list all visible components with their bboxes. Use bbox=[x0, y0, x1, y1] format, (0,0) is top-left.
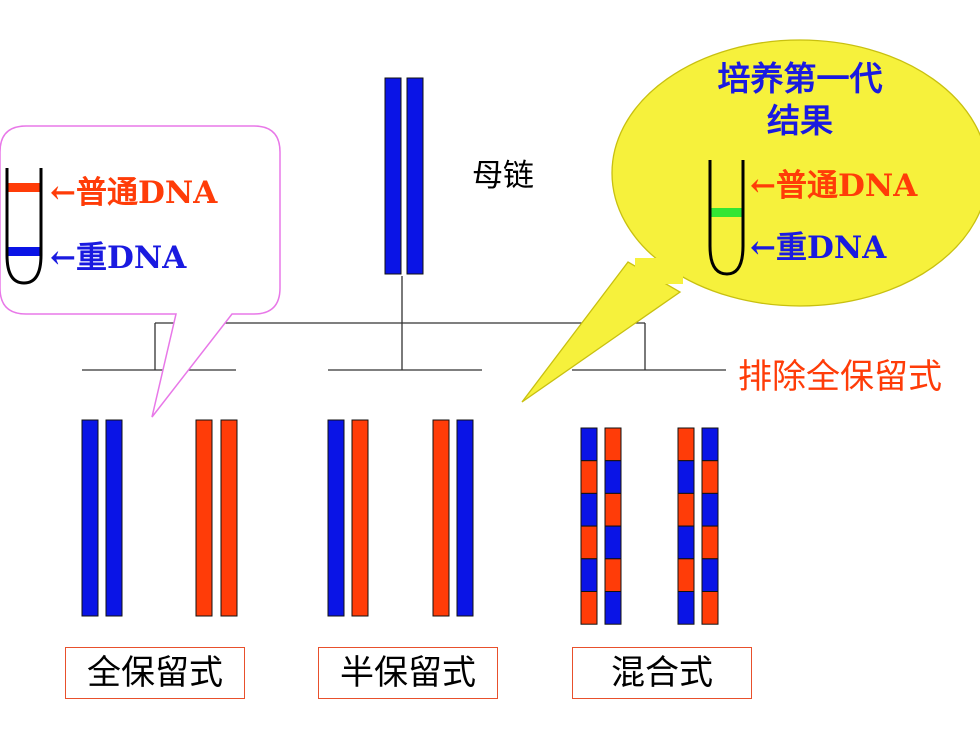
dispersive-segment bbox=[677, 558, 695, 592]
parent-strand-2 bbox=[406, 77, 424, 275]
exclude-conservative-label: 排除全保留式 bbox=[738, 357, 942, 397]
normal-band-left bbox=[7, 183, 41, 192]
tube-outline-left bbox=[5, 168, 43, 285]
dispersive-segment bbox=[604, 492, 622, 527]
left-callout-bubble bbox=[0, 125, 281, 418]
hybrid-band-right bbox=[710, 208, 743, 217]
right-callout-title-1: 培养第一代 bbox=[718, 59, 883, 98]
tube-outline-right bbox=[708, 160, 745, 276]
conservative-strand-1 bbox=[81, 419, 99, 617]
left-normal-dna-label: ←普通DNA bbox=[50, 175, 218, 211]
semiconservative-strand-1 bbox=[327, 419, 345, 617]
parent-strand-label: 母链 bbox=[472, 158, 534, 194]
conservative-model bbox=[81, 419, 238, 617]
dispersive-segment bbox=[580, 591, 598, 625]
right-callout-title-2: 结果 bbox=[767, 101, 833, 140]
dispersive-segment bbox=[701, 427, 719, 462]
semiconservative-label: 半保留式 bbox=[318, 647, 498, 699]
dispersive-label: 混合式 bbox=[572, 647, 752, 699]
dispersive-segment bbox=[677, 591, 695, 625]
conservative-strand-4 bbox=[220, 419, 238, 617]
dispersive-segment bbox=[604, 525, 622, 560]
dispersive-segment bbox=[604, 460, 622, 494]
semiconservative-strand-4 bbox=[456, 419, 474, 617]
dispersive-segment bbox=[677, 525, 695, 560]
right-callout: 培养第一代 结果 ←普通DNA ←重DNA bbox=[521, 39, 980, 403]
dispersive-segment bbox=[701, 558, 719, 592]
dispersive-segment bbox=[604, 558, 622, 592]
dispersive-model bbox=[580, 427, 719, 625]
left-heavy-dna-label: ←重DNA bbox=[50, 240, 187, 276]
semiconservative-strand-3 bbox=[432, 419, 450, 617]
dispersive-segment bbox=[677, 427, 695, 462]
conservative-strand-2 bbox=[105, 419, 123, 617]
dispersive-segment bbox=[580, 558, 598, 592]
dispersive-segment bbox=[701, 591, 719, 625]
conservative-label: 全保留式 bbox=[65, 647, 245, 699]
left-callout: ←普通DNA ←重DNA bbox=[0, 125, 281, 418]
semiconservative-strand-2 bbox=[351, 419, 369, 617]
parent-dna bbox=[384, 77, 424, 275]
conservative-strand-3 bbox=[195, 419, 213, 617]
dispersive-segment bbox=[580, 460, 598, 494]
dispersive-segment bbox=[677, 460, 695, 494]
right-heavy-dna-label: ←重DNA bbox=[750, 230, 887, 266]
dispersive-segment bbox=[701, 460, 719, 494]
dispersive-segment bbox=[604, 427, 622, 462]
right-callout-ellipse bbox=[611, 39, 980, 307]
test-tube-left bbox=[5, 168, 43, 285]
dispersive-segment bbox=[580, 492, 598, 527]
test-tube-right bbox=[708, 160, 745, 276]
dispersive-segment bbox=[677, 492, 695, 527]
parent-strand-1 bbox=[384, 77, 402, 275]
dispersive-segment bbox=[604, 591, 622, 625]
dispersive-segment bbox=[701, 525, 719, 560]
semiconservative-model bbox=[327, 419, 474, 617]
dispersive-segment bbox=[580, 427, 598, 462]
tree-lines bbox=[82, 276, 726, 371]
right-normal-dna-label: ←普通DNA bbox=[750, 168, 918, 204]
dispersive-segment bbox=[580, 525, 598, 560]
dispersive-segment bbox=[701, 492, 719, 527]
heavy-band-left bbox=[7, 247, 41, 256]
